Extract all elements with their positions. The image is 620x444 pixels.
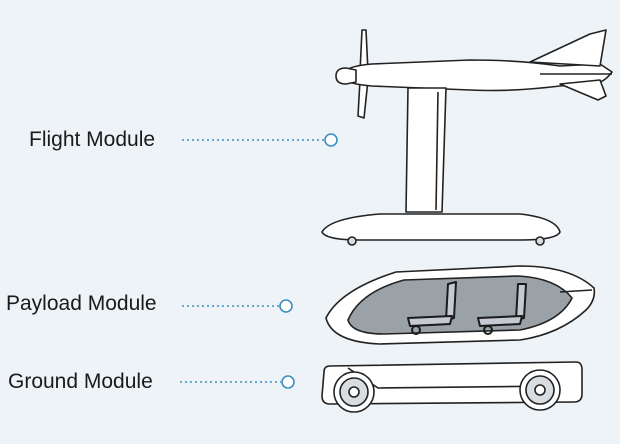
tail-fin-bottom: [559, 79, 607, 101]
base-foot-left: [347, 236, 357, 246]
leader-dot-flight: [324, 133, 338, 147]
flight-module-label: Flight Module: [29, 128, 156, 151]
seat-right-base: [477, 315, 523, 327]
drone-fuselage: [339, 59, 613, 92]
chassis-body: [321, 361, 583, 405]
seat-right-back: [515, 283, 527, 321]
seat-left-back: [445, 281, 457, 321]
payload-module-illustration: [325, 265, 596, 345]
tail-fin-top: [529, 29, 607, 67]
ground-module-illustration: [321, 361, 583, 413]
seat-right-wheel: [483, 325, 493, 335]
drone-mast: [405, 87, 447, 213]
ground-module-label: Ground Module: [8, 370, 153, 393]
leader-dot-ground: [281, 375, 295, 389]
drone-nose: [335, 67, 357, 85]
capsule-stripe: [559, 289, 593, 293]
wheel-rear: [519, 369, 561, 411]
capsule-seats: [407, 281, 527, 335]
leader-lines: [180, 133, 338, 389]
flight-base: [321, 213, 561, 241]
flight-module-illustration: [321, 29, 613, 246]
base-foot-right: [535, 236, 545, 246]
wheel-front: [333, 371, 375, 413]
seat-left-base: [407, 315, 453, 327]
leader-dot-payload: [279, 299, 293, 313]
payload-module-label: Payload Module: [6, 292, 157, 315]
mast-edge: [435, 91, 439, 211]
seat-left-wheel: [411, 325, 421, 335]
